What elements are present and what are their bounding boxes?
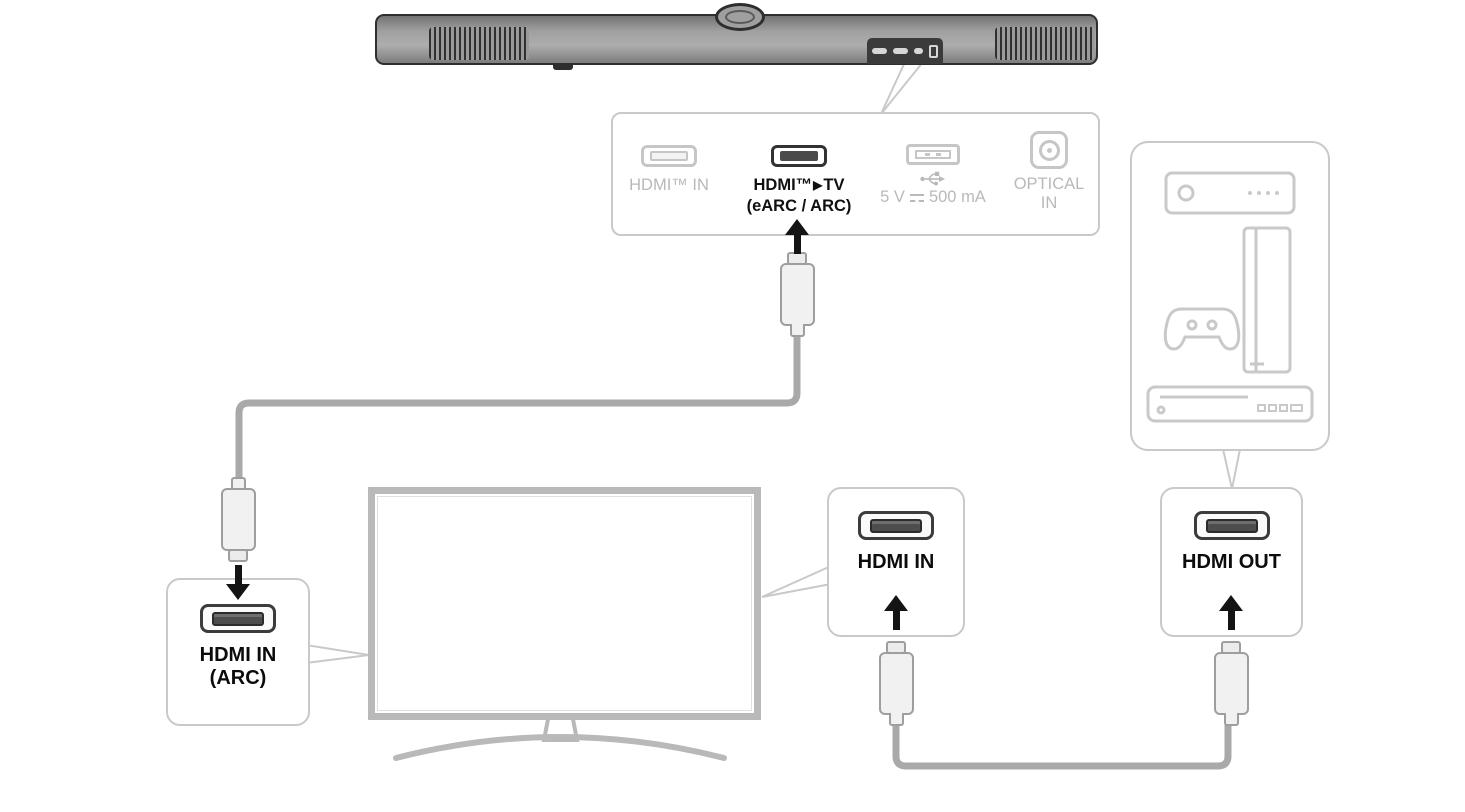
usb-port-group: 5 V 500 mA <box>871 114 995 207</box>
hdmi-plug-to-device-out <box>1211 641 1251 726</box>
hdmi-cable-soundbar-to-tv <box>235 328 801 480</box>
usb-rating-label: 5 V 500 mA <box>880 188 986 207</box>
external-devices-icons <box>1146 171 1314 423</box>
plug-body <box>779 263 815 326</box>
hdmi-in-port-group: HDMI™ IN <box>617 114 721 195</box>
hdmi-plug-to-tv-arc <box>218 477 258 562</box>
soundbar-top-speaker-icon <box>715 3 765 31</box>
plug-body <box>220 488 256 551</box>
soundbar-port-recess <box>867 38 943 64</box>
optical-port-group: OPTICAL IN <box>999 114 1099 213</box>
tv-to-hdmi-in-box-pointer <box>761 564 832 598</box>
usb-volt: 5 V <box>880 188 905 206</box>
tv <box>368 487 761 720</box>
plug-neck <box>1223 713 1239 726</box>
hdmi-port-icon <box>1193 511 1270 540</box>
hdmi-port-inner <box>870 518 922 533</box>
hdmi-tv-port-sublabel: (eARC / ARC) <box>746 197 852 215</box>
optical-port-icon <box>1030 131 1068 169</box>
plug-neck <box>230 477 246 490</box>
arc-box-to-tv-pointer <box>305 643 370 665</box>
devices-to-hdmi-out-pointer <box>1221 448 1242 490</box>
arrow-up-into-hdmi-out-icon <box>1219 595 1243 630</box>
game-console-icon <box>1163 226 1292 374</box>
arrow-stem <box>1227 611 1235 630</box>
arrow-stem <box>892 611 900 630</box>
tv-arc-label-line1: HDMI IN <box>199 644 277 666</box>
hdmi-in-port-label: HDMI™ IN <box>629 176 709 194</box>
optical-port-dot <box>1046 147 1052 153</box>
usb-pin <box>925 153 930 156</box>
hdmi-tv-brand: HDMI™ <box>753 176 813 194</box>
tv-arc-label-line2: (ARC) <box>209 667 267 689</box>
optical-port-circle <box>1038 139 1060 161</box>
dc-symbol-icon <box>909 193 924 202</box>
arrow-up-into-hdmi-tv-port-icon <box>785 219 809 254</box>
hdmi-port-inner <box>1205 518 1258 533</box>
arrow-head <box>884 595 908 611</box>
plug-neck <box>888 713 904 726</box>
tv-hdmi-in-callout: HDMI IN <box>827 487 965 637</box>
arrow-head <box>785 219 809 235</box>
hdmi-tv-port-label: HDMI™▶TV <box>754 176 845 196</box>
soundbar-foot <box>553 63 573 70</box>
hdmi-port-icon <box>200 604 276 633</box>
rear-ports-panel: HDMI™ IN HDMI™▶TV (eARC / ARC) 5 V 500 mA <box>611 112 1100 236</box>
tv-stand-base <box>393 734 727 761</box>
arrow-up-into-tv-hdmi-in-icon <box>884 595 908 630</box>
plug-body <box>1213 652 1249 715</box>
soundbar-to-panel-pointer <box>880 61 926 115</box>
hdmi-port-inner <box>212 611 264 626</box>
hdmi-tv-port-icon <box>771 145 827 167</box>
plug-body <box>878 652 914 715</box>
arrow-head <box>1219 595 1243 611</box>
tv-hdmi-in-label: HDMI IN <box>857 551 935 573</box>
soundbar-left-grille <box>429 27 529 60</box>
hdmi-in-port-icon <box>641 145 697 167</box>
device-hdmi-out-label: HDMI OUT <box>1182 551 1281 573</box>
hdmi-in-port-inner <box>650 151 688 161</box>
soundbar <box>375 3 1098 70</box>
optical-label-line2: IN <box>1040 194 1058 212</box>
soundbar-port-slot <box>893 48 908 54</box>
arrow-stem <box>793 235 801 254</box>
set-top-box-icon <box>1164 171 1296 215</box>
usb-port-icon <box>906 144 960 165</box>
soundbar-port-optical <box>929 44 938 58</box>
usb-current: 500 mA <box>928 188 986 206</box>
play-triangle-icon: ▶ <box>813 178 823 192</box>
plug-neck <box>789 324 805 337</box>
soundbar-port-slot <box>914 48 923 54</box>
arrow-down-into-arc-port-icon <box>226 565 250 600</box>
optical-label-line1: OPTICAL <box>1013 175 1085 193</box>
soundbar-right-grille <box>995 27 1095 60</box>
disc-player-icon <box>1146 385 1314 423</box>
hdmi-tv-port-group: HDMI™▶TV (eARC / ARC) <box>737 114 861 216</box>
arrow-stem <box>234 565 242 584</box>
plug-tip <box>228 549 248 562</box>
arrow-head <box>226 584 250 600</box>
tv-arc-callout: HDMI IN (ARC) <box>166 578 310 726</box>
usb-symbol-icon <box>920 171 945 186</box>
soundbar-port-slot <box>872 48 887 54</box>
external-devices-panel <box>1130 141 1330 451</box>
usb-pin <box>936 153 941 156</box>
hdmi-port-icon <box>858 511 934 540</box>
hdmi-cable-device-to-tv <box>892 714 1232 770</box>
hdmi-plug-to-tv-hdmi-in <box>876 641 916 726</box>
hdmi-plug-to-soundbar <box>777 252 817 337</box>
usb-port-inner <box>915 150 951 159</box>
hdmi-tv-target: TV <box>823 176 845 194</box>
hdmi-tv-port-inner <box>780 151 818 161</box>
